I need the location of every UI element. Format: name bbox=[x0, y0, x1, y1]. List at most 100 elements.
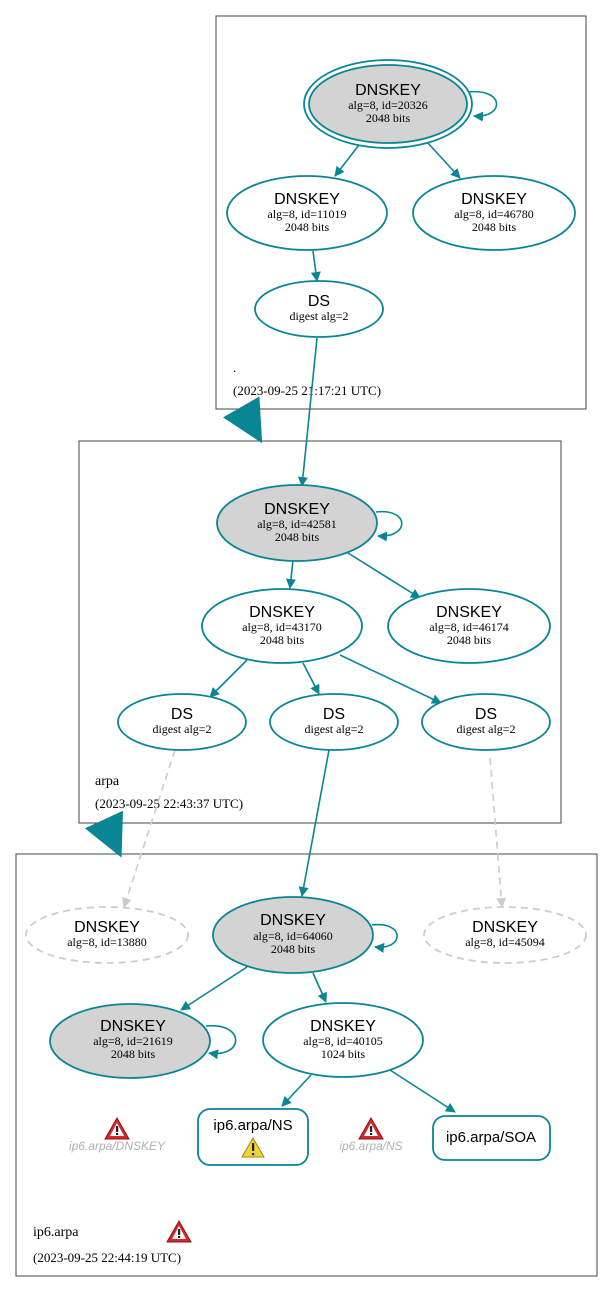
node-ip6-ksk-shape bbox=[212, 896, 374, 974]
node-ip6-ns-rrset[interactable]: ip6.arpa/NS bbox=[197, 1108, 309, 1166]
node-root-ksk-line1: alg=8, id=20326 bbox=[348, 98, 428, 112]
node-root-ds[interactable]: DS digest alg=2 bbox=[254, 280, 384, 338]
node-arpa-zsk2-shape bbox=[387, 588, 551, 664]
node-root-ksk[interactable]: DNSKEY alg=8, id=20326 2048 bits bbox=[303, 59, 473, 149]
node-arpa-ds2-line1: digest alg=2 bbox=[304, 722, 363, 736]
node-ip6-missing-key-1-title: DNSKEY bbox=[74, 919, 140, 936]
edge-root-zsk1-to-ds bbox=[310, 250, 321, 282]
node-arpa-ds2-title: DS bbox=[323, 706, 345, 723]
edge-arpa-ds2-to-ip6-ksk bbox=[298, 749, 330, 897]
node-arpa-ksk-shape bbox=[216, 484, 378, 562]
edge-ip6-ksk-self bbox=[371, 923, 398, 953]
node-ip6-zsk-shape bbox=[262, 1002, 424, 1078]
node-root-zsk2[interactable]: DNSKEY alg=8, id=46780 2048 bits bbox=[412, 175, 576, 251]
node-arpa-zsk1-line2: 2048 bits bbox=[260, 633, 305, 647]
node-arpa-zsk2-title: DNSKEY bbox=[436, 604, 502, 621]
node-ip6-missing-key-2[interactable]: DNSKEY alg=8, id=45094 bbox=[423, 906, 587, 964]
node-arpa-ds1-line1: digest alg=2 bbox=[152, 722, 211, 736]
node-arpa-ds3-title: DS bbox=[475, 706, 497, 723]
edge-ip6-ksk-to-ksk2 bbox=[180, 966, 248, 1011]
node-ip6-missing-key-2-shape bbox=[423, 906, 587, 964]
error-ns-label: ip6.arpa/NS bbox=[339, 1139, 402, 1153]
node-arpa-ds2[interactable]: DS digest alg=2 bbox=[269, 693, 399, 751]
node-ip6-ksk2-shape bbox=[49, 1003, 211, 1079]
zone-root-frame bbox=[215, 15, 587, 410]
error-ns[interactable]: ip6.arpa/NS bbox=[339, 1116, 403, 1153]
node-root-zsk2-shape bbox=[412, 175, 576, 251]
node-arpa-zsk2-line1: alg=8, id=46174 bbox=[429, 620, 509, 634]
zone-ip6-arpa: ip6.arpa (2023-09-25 22:44:19 UTC) bbox=[15, 853, 598, 1277]
node-arpa-ds2-shape bbox=[269, 693, 399, 751]
delegation-arrow-arpa-to-ip6 bbox=[84, 810, 123, 858]
node-arpa-zsk2-line2: 2048 bits bbox=[447, 633, 492, 647]
node-arpa-zsk1-line1: alg=8, id=43170 bbox=[242, 620, 322, 634]
error-icon bbox=[166, 1219, 192, 1243]
edge-arpa-ksk-to-zsk2 bbox=[347, 552, 421, 599]
edge-arpa-ksk-self bbox=[375, 510, 403, 542]
node-arpa-ds3-shape bbox=[421, 693, 551, 751]
node-root-zsk1-line2: 2048 bits bbox=[285, 220, 330, 234]
node-root-zsk1-line1: alg=8, id=11019 bbox=[267, 207, 346, 221]
zone-ip6-timestamp: (2023-09-25 22:44:19 UTC) bbox=[33, 1250, 181, 1265]
edge-root-ksk-self bbox=[467, 90, 498, 122]
node-ip6-missing-key-2-line1: alg=8, id=45094 bbox=[465, 935, 545, 949]
edge-root-ksk-to-zsk2 bbox=[426, 141, 461, 179]
error-dnskey[interactable]: ip6.arpa/DNSKEY bbox=[69, 1116, 166, 1153]
node-ip6-ksk-line2: 2048 bits bbox=[271, 942, 316, 956]
zone-arpa-frame bbox=[78, 440, 562, 824]
node-arpa-ds1-shape bbox=[117, 693, 247, 751]
edge-root-ds-to-arpa-ksk bbox=[297, 337, 318, 487]
edge-arpa-ksk-to-zsk1 bbox=[285, 559, 296, 589]
node-arpa-ds1[interactable]: DS digest alg=2 bbox=[117, 693, 247, 751]
zone-root: . (2023-09-25 21:17:21 UTC) bbox=[215, 15, 587, 410]
node-root-zsk1-title: DNSKEY bbox=[274, 191, 340, 208]
node-ip6-soa-rrset[interactable]: ip6.arpa/SOA bbox=[432, 1115, 551, 1161]
node-arpa-ksk[interactable]: DNSKEY alg=8, id=42581 2048 bits bbox=[216, 484, 378, 562]
node-arpa-ds3[interactable]: DS digest alg=2 bbox=[421, 693, 551, 751]
edge-ip6-zsk-to-soa bbox=[389, 1069, 456, 1113]
node-ip6-missing-key-1-line1: alg=8, id=13880 bbox=[67, 935, 147, 949]
dashed-edges bbox=[122, 749, 507, 908]
edge-ip6-ksk2-self bbox=[205, 1025, 237, 1060]
node-arpa-ksk-line1: alg=8, id=42581 bbox=[257, 517, 337, 531]
node-arpa-ksk-line2: 2048 bits bbox=[275, 530, 320, 544]
delegation-arrow-root-to-arpa bbox=[223, 396, 263, 444]
node-ip6-soa-title: ip6.arpa/SOA bbox=[446, 1129, 536, 1146]
node-arpa-zsk2[interactable]: DNSKEY alg=8, id=46174 2048 bits bbox=[387, 588, 551, 664]
edge-arpa-ds3-to-missing-key bbox=[489, 757, 507, 908]
node-arpa-zsk1-title: DNSKEY bbox=[249, 604, 315, 621]
zone-arpa: arpa (2023-09-25 22:43:37 UTC) bbox=[78, 440, 562, 824]
node-ip6-ksk2[interactable]: DNSKEY alg=8, id=21619 2048 bits bbox=[49, 1003, 211, 1079]
node-arpa-ds3-line1: digest alg=2 bbox=[456, 722, 515, 736]
node-root-zsk1[interactable]: DNSKEY alg=8, id=11019 2048 bits bbox=[226, 175, 388, 251]
node-root-ksk-title: DNSKEY bbox=[355, 82, 421, 99]
node-ip6-zsk-line1: alg=8, id=40105 bbox=[303, 1034, 383, 1048]
node-root-zsk2-line1: alg=8, id=46780 bbox=[454, 207, 534, 221]
node-arpa-zsk1[interactable]: DNSKEY alg=8, id=43170 2048 bits bbox=[201, 588, 363, 664]
node-ip6-ksk2-title: DNSKEY bbox=[100, 1018, 166, 1035]
node-ip6-ksk[interactable]: DNSKEY alg=8, id=64060 2048 bits bbox=[212, 896, 374, 974]
node-ip6-ksk-title: DNSKEY bbox=[260, 912, 326, 929]
node-root-zsk2-title: DNSKEY bbox=[461, 191, 527, 208]
zone-ip6-error-icon[interactable] bbox=[166, 1219, 192, 1243]
warning-icon bbox=[241, 1137, 265, 1158]
node-root-zsk1-shape bbox=[226, 175, 388, 251]
edge-arpa-zsk1-to-ds2 bbox=[302, 662, 320, 695]
error-dnskey-label: ip6.arpa/DNSKEY bbox=[69, 1139, 166, 1153]
node-arpa-ds1-title: DS bbox=[171, 706, 193, 723]
node-ip6-missing-key-2-title: DNSKEY bbox=[472, 919, 538, 936]
node-ip6-zsk-line2: 1024 bits bbox=[321, 1047, 366, 1061]
node-root-ds-title: DS bbox=[308, 293, 330, 310]
node-root-ksk-shape bbox=[308, 64, 468, 144]
edge-arpa-ds1-to-missing-key bbox=[122, 749, 176, 908]
node-ip6-missing-key-1[interactable]: DNSKEY alg=8, id=13880 bbox=[25, 906, 189, 964]
node-ip6-ksk2-line2: 2048 bits bbox=[111, 1047, 156, 1061]
edge-root-ksk-to-zsk1 bbox=[334, 144, 360, 177]
zone-root-name: . bbox=[233, 360, 236, 375]
node-ip6-zsk-title: DNSKEY bbox=[310, 1018, 376, 1035]
node-ip6-ns-title: ip6.arpa/NS bbox=[213, 1117, 292, 1134]
node-ip6-soa-shape bbox=[432, 1115, 551, 1161]
node-ip6-zsk[interactable]: DNSKEY alg=8, id=40105 1024 bits bbox=[262, 1002, 424, 1078]
node-arpa-ksk-title: DNSKEY bbox=[264, 501, 330, 518]
